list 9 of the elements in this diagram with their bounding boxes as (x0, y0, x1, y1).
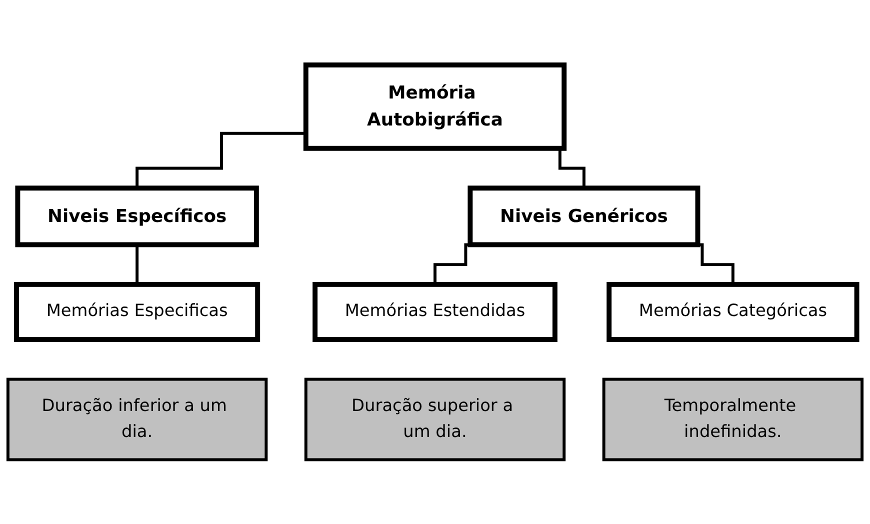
node-box: Duração superior a um dia. (304, 377, 566, 461)
node-box: Memórias Estendidas (312, 282, 558, 342)
node-box: Memórias Especificas (14, 282, 260, 342)
node-box: Temporalmente indefinidas. (602, 377, 864, 461)
node-box: Memórias Categóricas (606, 282, 860, 342)
node-box: Duração inferior a um dia. (6, 377, 268, 461)
node-box: Niveis Genéricos (468, 185, 700, 247)
node-box: Memória Autobigráfica (303, 62, 567, 151)
node-box: Niveis Específicos (15, 185, 259, 247)
